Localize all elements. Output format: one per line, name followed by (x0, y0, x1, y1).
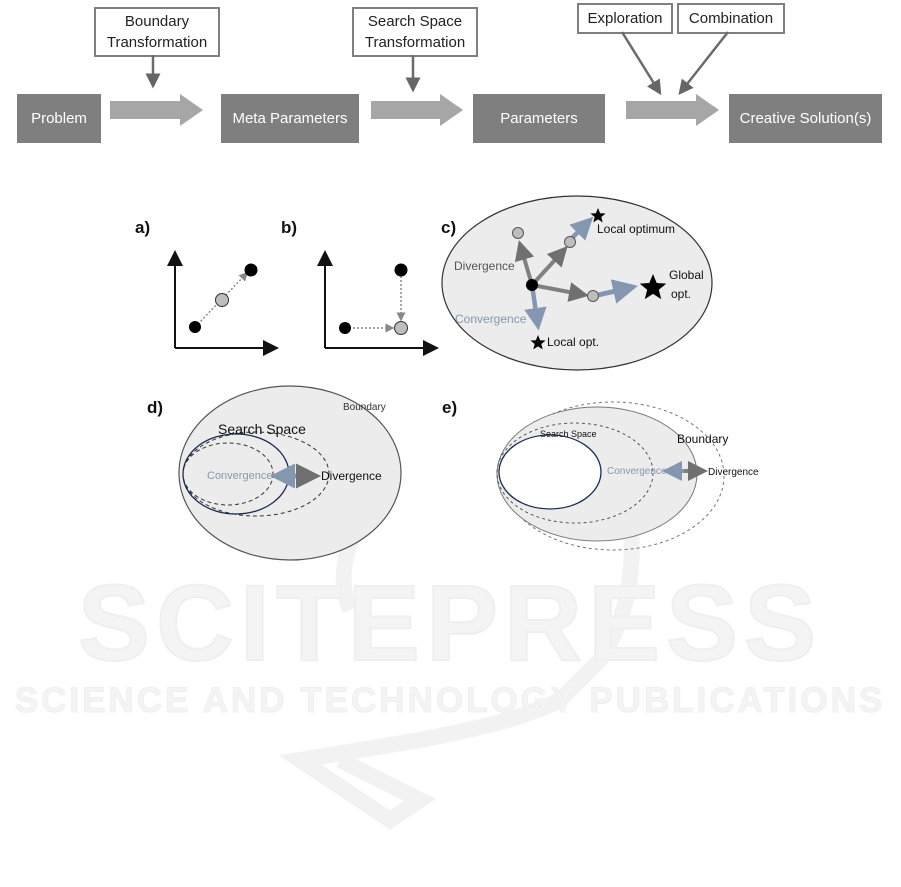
panel-c-arrow-upright (530, 246, 568, 287)
watermark-title: SCITEPRESS (78, 562, 822, 683)
panel-c-tag: c) (441, 218, 457, 237)
panel-b-end-point (394, 263, 408, 277)
creative-solutions-label: Creative Solution(s) (739, 110, 872, 127)
panel-c: Divergence Convergence Local optimum Glo… (441, 195, 713, 371)
panel-c-global-label-2: opt. (671, 287, 691, 301)
panel-d-search-space-label: Search Space (218, 421, 306, 437)
panel-e-tag: e) (442, 398, 458, 417)
panel-c-arrow-right (531, 282, 589, 302)
panel-c-star-local-opt (530, 335, 546, 350)
panel-e-convergence-label: Convergence (607, 466, 667, 477)
combination-label: Combination (688, 10, 774, 27)
panel-c-divergence-label: Divergence (454, 259, 515, 273)
panel-a-mid-point (215, 293, 229, 307)
watermark: SCITEPRESS SCIENCE AND TECHNOLOGY PUBLIC… (14, 447, 886, 830)
panel-a-start-point (189, 321, 201, 333)
panel-b-start-point (339, 322, 351, 334)
panel-c-point-upright (564, 236, 576, 248)
panel-b-tag: b) (281, 218, 298, 237)
boundary-callout-line2: Transformation (106, 34, 208, 51)
meta-parameters-label: Meta Parameters (232, 110, 348, 127)
combination-pointer (678, 31, 729, 95)
panel-c-arrow-down (524, 284, 547, 331)
panel-c-arrow-global (597, 279, 638, 304)
parameters-box: Parameters (473, 94, 605, 143)
panel-a-tag: a) (135, 218, 151, 237)
combination-callout: Combination (677, 3, 785, 34)
search-callout-line1: Search Space (367, 13, 463, 30)
panel-d-divergence-label: Divergence (321, 469, 382, 483)
parameters-label: Parameters (500, 110, 578, 127)
boundary-transformation-callout: Boundary Transformation (94, 7, 220, 57)
panel-c-local-opt-label: Local opt. (547, 335, 599, 349)
panel-d-tag: d) (147, 398, 164, 417)
panel-c-start-point (526, 279, 538, 291)
panel-c-local-optimum-label: Local optimum (597, 222, 675, 236)
panel-e-divergence-label: Divergence (708, 467, 759, 478)
panel-c-arrow-upleft (514, 240, 535, 286)
problem-box: Problem (17, 94, 101, 143)
exploration-label: Exploration (587, 10, 663, 27)
panel-c-star-local-optimum (590, 208, 606, 223)
creative-solutions-box: Creative Solution(s) (729, 94, 882, 143)
flow-arrows (110, 94, 719, 126)
arrow-parameters-solution (626, 94, 719, 126)
search-space-transformation-callout: Search Space Transformation (352, 7, 478, 57)
panel-d: Boundary Search Space Convergence Diverg… (178, 385, 402, 561)
meta-parameters-box: Meta Parameters (221, 94, 359, 143)
panel-c-point-right (587, 290, 599, 302)
panel-e-boundary-label: Boundary (677, 432, 728, 446)
panel-c-convergence-label: Convergence (455, 312, 527, 326)
exploration-pointer (620, 31, 662, 96)
panel-d-convergence-label: Convergence (207, 470, 272, 482)
problem-label: Problem (31, 110, 87, 127)
boundary-callout-line1: Boundary (124, 13, 190, 30)
panel-c-point-upleft (512, 227, 524, 239)
exploration-callout: Exploration (577, 3, 673, 34)
search-callout-line2: Transformation (364, 34, 466, 51)
panel-c-arrow-local-optimum (568, 216, 594, 242)
panel-c-star-global (639, 274, 667, 300)
panel-e-search-space-label: Search Space (540, 429, 597, 439)
arrow-problem-meta (110, 94, 203, 126)
panel-a-end-point (244, 263, 258, 277)
panel-e-boundary-outer (501, 401, 725, 551)
panel-e-divergence-edge (496, 422, 654, 524)
panel-e-search-space (498, 434, 602, 510)
panel-e: Boundary Search Space Convergence Diverg… (496, 401, 759, 551)
panel-d-boundary-label: Boundary (343, 402, 386, 413)
panel-a (167, 250, 279, 356)
callout-pointers (145, 31, 729, 96)
watermark-subtitle: SCIENCE AND TECHNOLOGY PUBLICATIONS (15, 681, 886, 720)
panel-b (317, 250, 439, 356)
panel-c-global-label-1: Global (669, 268, 704, 282)
arrow-meta-parameters (371, 94, 463, 126)
panel-b-mid-point (394, 321, 408, 335)
